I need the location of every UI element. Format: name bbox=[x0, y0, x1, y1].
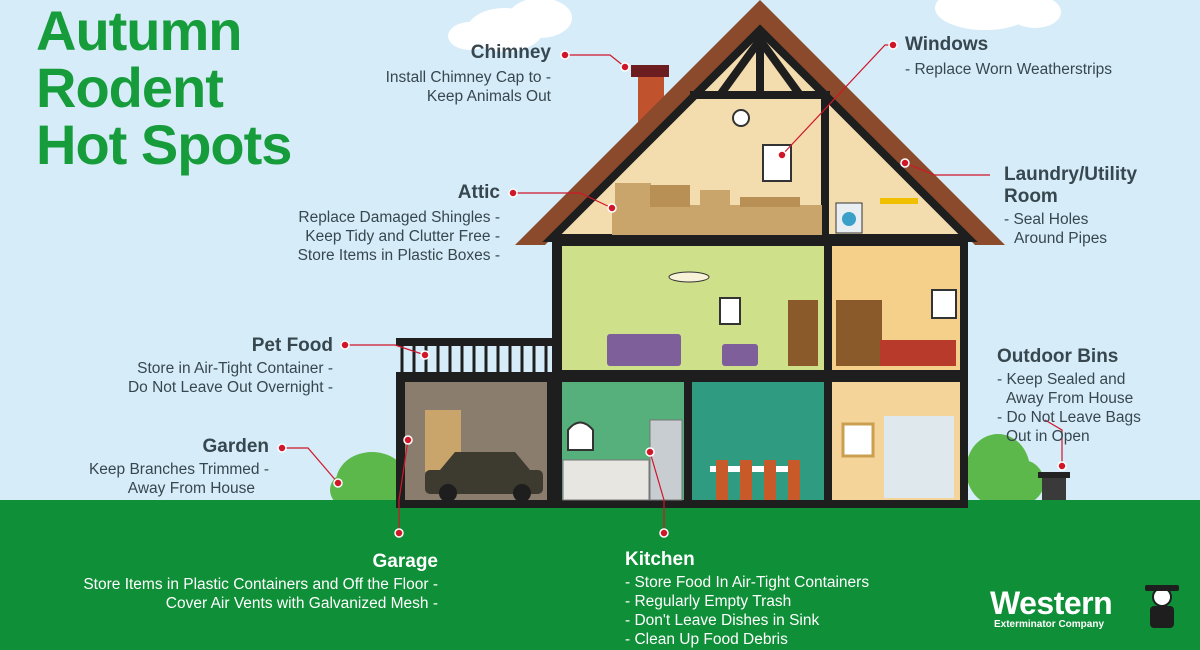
garden-line: Keep Branches Trimmed - bbox=[88, 461, 269, 478]
dining-table bbox=[710, 466, 796, 472]
callout-pet-food: Pet Food Store in Air-Tight Container - … bbox=[128, 335, 333, 397]
living-room bbox=[562, 246, 824, 370]
laundry-line: - Seal Holes bbox=[1004, 211, 1089, 228]
chimney-line: Install Chimney Cap to - bbox=[385, 69, 551, 86]
pet-food-heading: Pet Food bbox=[251, 335, 333, 356]
laundry-line: Around Pipes bbox=[1014, 230, 1108, 247]
outdoor-bins-line: - Keep Sealed and bbox=[997, 371, 1126, 388]
garden-line: Away From House bbox=[127, 480, 255, 497]
kitchen-line: - Regularly Empty Trash bbox=[625, 593, 792, 610]
attic-line: Keep Tidy and Clutter Free - bbox=[305, 228, 500, 245]
kitchen-line: - Don't Leave Dishes in Sink bbox=[625, 612, 820, 629]
callout-dots bbox=[277, 40, 1067, 538]
callout-laundry: Laundry/Utility Room - Seal Holes Around… bbox=[1004, 164, 1137, 248]
windows-heading: Windows bbox=[905, 34, 989, 55]
page-title: Autumn Rodent Hot Spots bbox=[36, 0, 292, 176]
kitchen-line: - Clean Up Food Debris bbox=[625, 631, 788, 648]
exterminator-mascot-icon bbox=[1145, 585, 1179, 628]
outdoor-bins-line: Out in Open bbox=[1006, 428, 1090, 445]
callout-chimney: Chimney Install Chimney Cap to - Keep An… bbox=[386, 42, 551, 106]
fridge bbox=[649, 419, 683, 501]
outdoor-bins-heading: Outdoor Bins bbox=[997, 346, 1119, 367]
title-line-2: Rodent bbox=[36, 56, 224, 119]
balcony-deck bbox=[396, 338, 556, 346]
bookshelf bbox=[788, 300, 818, 366]
callout-outdoor-bins: Outdoor Bins - Keep Sealed and Away From… bbox=[997, 346, 1141, 446]
attic-line: Replace Damaged Shingles - bbox=[298, 209, 500, 226]
bathroom-mirror bbox=[841, 422, 875, 458]
shower-curtain bbox=[884, 416, 954, 498]
callout-attic: Attic Replace Damaged Shingles - Keep Ti… bbox=[298, 182, 500, 265]
attic-boxes bbox=[612, 183, 822, 235]
chimney-heading: Chimney bbox=[470, 42, 551, 63]
pet-food-line: Do Not Leave Out Overnight - bbox=[127, 379, 333, 396]
kitchen-heading: Kitchen bbox=[625, 549, 695, 570]
logo-tagline: Exterminator Company bbox=[994, 619, 1105, 630]
sofa bbox=[607, 334, 681, 366]
garage-line: Store Items in Plastic Containers and Of… bbox=[83, 576, 438, 593]
trash-bin-icon bbox=[1038, 472, 1070, 500]
pet-food-line: Store in Air-Tight Container - bbox=[137, 360, 333, 377]
laundry-heading: Laundry/Utility bbox=[1004, 164, 1138, 185]
outdoor-bins-line: Away From House bbox=[1006, 390, 1134, 407]
laundry-heading: Room bbox=[1004, 186, 1058, 207]
ironing-board bbox=[880, 198, 918, 204]
bush-icon bbox=[330, 434, 1044, 512]
garden-heading: Garden bbox=[202, 436, 269, 457]
logo-name: Western bbox=[990, 585, 1113, 621]
car-icon bbox=[425, 452, 543, 502]
attic-heading: Attic bbox=[457, 182, 500, 203]
garage-heading: Garage bbox=[372, 551, 438, 572]
bed bbox=[880, 340, 956, 366]
chimney-line: Keep Animals Out bbox=[426, 88, 551, 105]
dining-room bbox=[692, 382, 824, 500]
ceiling-lamp bbox=[668, 271, 710, 283]
attic-line: Store Items in Plastic Boxes - bbox=[297, 247, 500, 264]
balcony-railing bbox=[400, 346, 548, 372]
cloud-icon bbox=[448, 0, 1061, 52]
callout-windows: Windows - Replace Worn Weatherstrips bbox=[905, 34, 1112, 79]
attic-lamp bbox=[732, 109, 750, 127]
callout-garden: Garden Keep Branches Trimmed - Away From… bbox=[89, 436, 269, 498]
callout-garage: Garage Store Items in Plastic Containers… bbox=[83, 551, 438, 613]
kitchen-line: - Store Food In Air-Tight Containers bbox=[625, 574, 870, 591]
washing-machine bbox=[835, 202, 863, 234]
title-line-3: Hot Spots bbox=[36, 113, 292, 176]
company-logo: Western Exterminator Company bbox=[990, 585, 1113, 631]
garage-line: Cover Air Vents with Galvanized Mesh - bbox=[165, 595, 438, 612]
kitchen-counter bbox=[562, 459, 650, 501]
outdoor-bins-line: - Do Not Leave Bags bbox=[997, 409, 1141, 426]
dining-chairs bbox=[716, 460, 800, 500]
wardrobe bbox=[836, 300, 882, 366]
lawn bbox=[0, 500, 1200, 650]
title-line-1: Autumn bbox=[36, 0, 243, 62]
callout-kitchen: Kitchen - Store Food In Air-Tight Contai… bbox=[625, 549, 869, 649]
windows-line: - Replace Worn Weatherstrips bbox=[905, 61, 1113, 78]
